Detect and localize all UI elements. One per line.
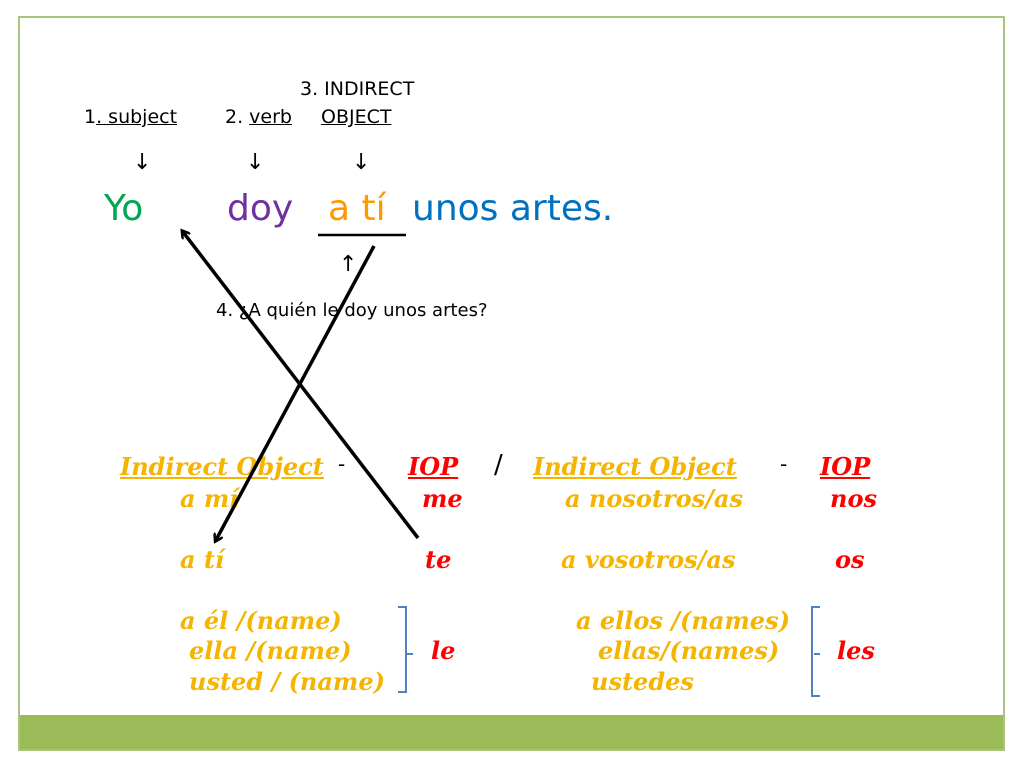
label-subject-text: . subject	[96, 106, 178, 128]
header-dash-left: -	[338, 452, 346, 476]
io-ella: ella /(name)	[189, 636, 352, 665]
question-text: 4. ¿A quién le doy unos artes?	[216, 300, 488, 321]
iop-les: les	[837, 636, 875, 665]
io-usted: usted / (name)	[189, 667, 385, 696]
label-subject-number: 1	[84, 106, 97, 128]
down-arrow-icon: ↓	[246, 150, 265, 175]
bracket-plural	[811, 606, 820, 697]
iop-me: me	[422, 484, 463, 513]
io-a-nosotros: a nosotros/as	[565, 484, 743, 513]
io-a-mi: a mí	[180, 484, 239, 513]
label-verb-text: verb	[249, 106, 292, 128]
down-arrow-icon: ↓	[133, 150, 152, 175]
up-arrow-icon: ↑	[339, 252, 358, 277]
io-ellas: ellas/(names)	[598, 636, 780, 665]
down-arrow-icon: ↓	[352, 150, 371, 175]
header-dash-right: -	[780, 452, 788, 476]
header-iop-right: IOP	[820, 452, 871, 481]
sentence-indirect-object: a tí	[328, 188, 386, 229]
header-slash: /	[494, 450, 503, 480]
io-a-ti: a tí	[180, 545, 225, 574]
header-iop-left: IOP	[408, 452, 459, 481]
slide-frame	[18, 16, 1005, 751]
iop-te: te	[425, 545, 452, 574]
label-verb-number: 2.	[225, 106, 250, 128]
sentence-subject: Yo	[104, 188, 144, 229]
io-a-vosotros: a vosotros/as	[561, 545, 736, 574]
iop-le: le	[431, 636, 456, 665]
iop-nos: nos	[830, 484, 877, 513]
header-indirect-object-right: Indirect Object	[533, 452, 737, 481]
label-indirect: 3. INDIRECT	[300, 78, 415, 100]
bracket-singular	[398, 606, 407, 693]
header-indirect-object-left: Indirect Object	[120, 452, 324, 481]
label-object: OBJECT	[321, 106, 392, 128]
sentence-rest: unos artes.	[412, 188, 614, 229]
arrow-ati-to-ati	[216, 245, 376, 540]
label-verb: 2. verb	[225, 106, 292, 128]
iop-os: os	[835, 545, 865, 574]
io-a-el: a él /(name)	[180, 606, 342, 635]
sentence-verb: doy	[227, 188, 294, 229]
label-subject: 1. subject	[84, 106, 177, 128]
io-a-ellos: a ellos /(names)	[576, 606, 790, 635]
bottom-accent-bar	[20, 715, 1003, 749]
io-ustedes: ustedes	[591, 667, 694, 696]
